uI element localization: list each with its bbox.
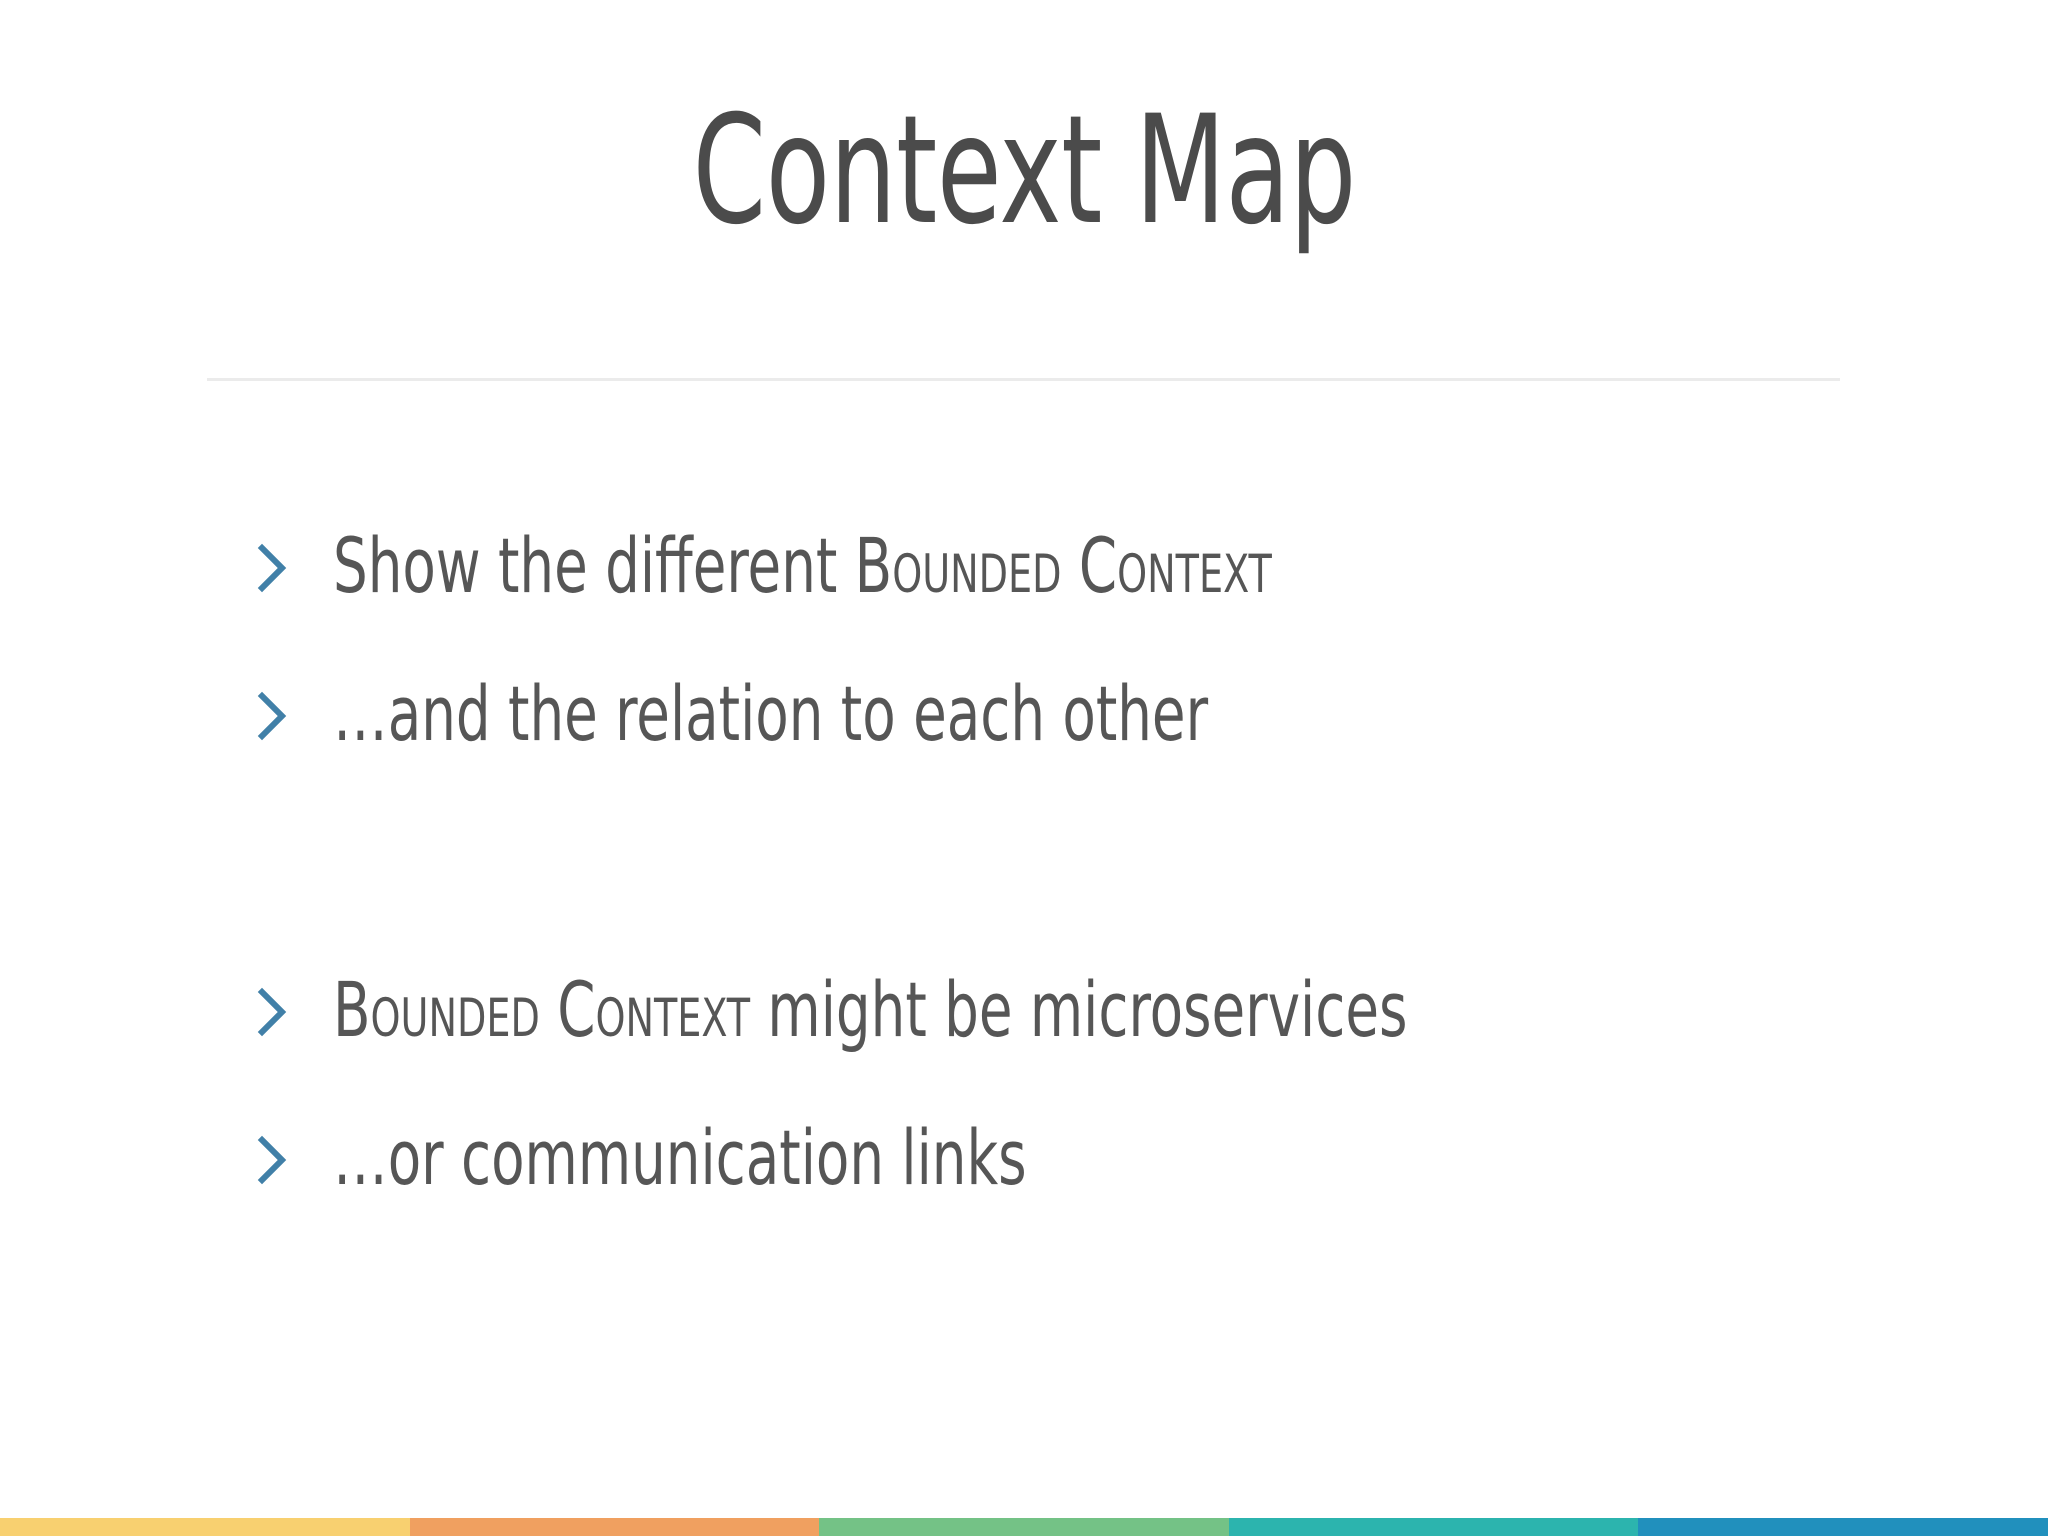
- bullet-text: Bounded Context might be microservices: [333, 964, 1631, 1056]
- small-caps-term: Bounded: [854, 521, 1062, 610]
- bullet-text-segment: might be microservices: [750, 965, 1408, 1054]
- chevron-right-icon: [255, 964, 333, 1038]
- small-caps-term: Context: [1078, 521, 1272, 610]
- bullet-text-segment: …or communication links: [333, 1113, 1027, 1202]
- bullet-row: …or communication links: [255, 1112, 1955, 1208]
- bullet-list: Show the different Bounded Context …and t…: [255, 520, 1955, 1260]
- color-bar-segment-green: [819, 1518, 1229, 1536]
- small-caps-term: Bounded: [333, 965, 540, 1054]
- bullet-spacer-row: [255, 816, 1955, 912]
- bullet-text: …and the relation to each other: [333, 668, 1631, 760]
- chevron-right-icon: [255, 1112, 333, 1186]
- bullet-row: …and the relation to each other: [255, 668, 1955, 764]
- color-bar-segment-orange: [409, 1518, 820, 1536]
- title-block: Context Map: [0, 96, 2048, 246]
- title-divider: [207, 378, 1840, 381]
- color-bar-segment-yellow: [0, 1518, 410, 1536]
- bullet-text-segment: …and the relation to each other: [333, 669, 1209, 758]
- color-bar-segment-blue: [1638, 1518, 2048, 1536]
- chevron-right-icon: [255, 520, 333, 594]
- bullet-text: …or communication links: [333, 1112, 1631, 1204]
- bottom-color-bar: [0, 1518, 2048, 1536]
- bullet-row: Show the different Bounded Context: [255, 520, 1955, 616]
- color-bar-segment-teal: [1228, 1518, 1639, 1536]
- bullet-text: Show the different Bounded Context: [333, 520, 1631, 612]
- bullet-text-segment: Show the different: [333, 521, 855, 610]
- page-title: Context Map: [692, 84, 1356, 258]
- bullet-row: Bounded Context might be microservices: [255, 964, 1955, 1060]
- small-caps-term: Context: [557, 965, 751, 1054]
- chevron-right-icon: [255, 668, 333, 742]
